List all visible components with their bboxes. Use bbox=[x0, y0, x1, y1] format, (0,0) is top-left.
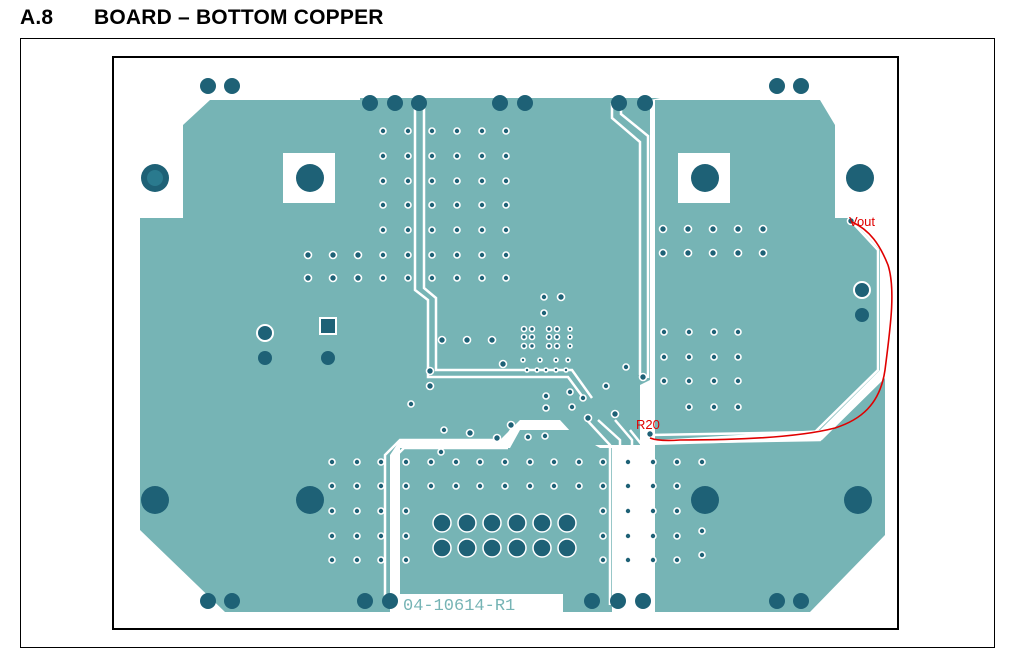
annotation-wire bbox=[649, 221, 893, 442]
mounting-holes bbox=[141, 164, 874, 514]
r20-label: R20 bbox=[636, 417, 660, 432]
edge-pads bbox=[200, 78, 871, 609]
figure-heading: A.8 BOARD – BOTTOM COPPER bbox=[20, 6, 384, 30]
silkscreen-label-box bbox=[398, 594, 563, 613]
connector-pad-array bbox=[432, 513, 577, 558]
copper-pour-lower-right bbox=[655, 378, 885, 612]
trace-isolation bbox=[383, 103, 888, 605]
figure-frame bbox=[20, 38, 995, 648]
via-grid bbox=[303, 127, 856, 564]
section-title: BOARD – BOTTOM COPPER bbox=[94, 6, 384, 29]
vout-label: Vout bbox=[849, 214, 875, 229]
copper-pour-lower-middle bbox=[400, 430, 612, 612]
silkscreen-label: 04-10614-R1 bbox=[403, 597, 515, 616]
section-number: A.8 bbox=[20, 6, 54, 29]
copper-pour-left bbox=[140, 98, 800, 612]
